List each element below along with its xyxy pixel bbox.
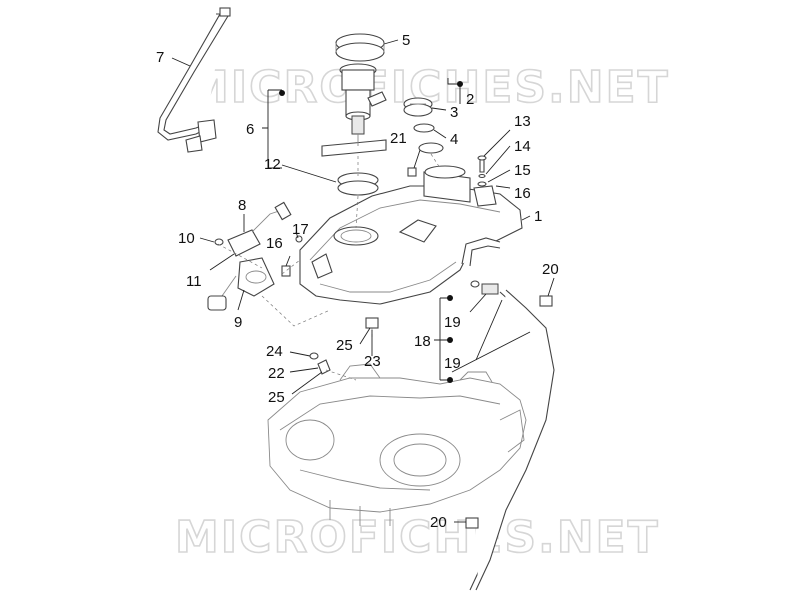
fuel-cap (403, 97, 433, 117)
leader-lines (171, 39, 555, 523)
watermark-bottom: MICROFICHES.NET (175, 512, 660, 563)
fuel-level-sender (207, 201, 292, 311)
leader-dots (279, 81, 463, 383)
callout-1: 1 (534, 208, 542, 225)
fitting-23 (365, 317, 379, 329)
cap-seal (413, 123, 435, 133)
clip-left (281, 265, 291, 277)
callout-24: 24 (266, 343, 283, 360)
clamp-20-lower (465, 517, 479, 529)
callout-25-lower: 25 (268, 389, 285, 406)
callout-9: 9 (234, 314, 242, 331)
callout-16-left: 16 (266, 235, 283, 252)
callout-4: 4 (450, 131, 458, 148)
fitting-24 (309, 352, 319, 360)
callout-labels: 1 2 3 4 5 6 7 8 9 10 11 12 13 14 15 16 1… (156, 32, 559, 531)
pump-ring-nut (335, 33, 385, 62)
breather-hose (157, 7, 231, 153)
callout-19-lower: 19 (444, 355, 461, 372)
callout-13: 13 (514, 113, 531, 130)
callout-21: 21 (390, 130, 407, 147)
callout-20-upper: 20 (542, 261, 559, 278)
callout-12: 12 (264, 156, 281, 173)
callout-3: 3 (450, 104, 458, 121)
engine-unit (267, 363, 527, 526)
callout-7: 7 (156, 49, 164, 66)
filler-gasket (418, 142, 444, 154)
callout-6: 6 (246, 121, 254, 138)
callout-8: 8 (238, 197, 246, 214)
clip (407, 167, 417, 177)
fuel-tank (299, 165, 523, 305)
callout-17: 17 (292, 221, 309, 238)
callout-16-right: 16 (514, 185, 531, 202)
callout-19-upper: 19 (444, 314, 461, 331)
clamp-20-upper (539, 295, 553, 307)
vent-hose-assembly (461, 237, 555, 591)
pump-gasket (337, 172, 379, 196)
callout-10: 10 (178, 230, 195, 247)
callout-11: 11 (186, 273, 202, 290)
fitting-22 (317, 359, 331, 375)
callout-2: 2 (466, 91, 474, 108)
callout-18: 18 (414, 333, 431, 350)
callout-22: 22 (268, 365, 285, 382)
callout-20-lower: 20 (430, 514, 447, 531)
fuel-pump-assembly (321, 63, 387, 157)
callout-23: 23 (364, 353, 381, 370)
callout-15: 15 (514, 162, 531, 179)
screw-set (477, 155, 487, 187)
callout-5: 5 (402, 32, 410, 49)
callout-25-upper: 25 (336, 337, 353, 354)
callout-14: 14 (514, 138, 531, 155)
